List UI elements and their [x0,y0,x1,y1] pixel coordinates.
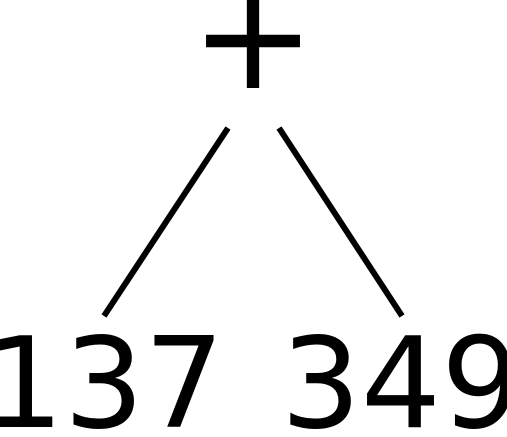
left-leaf-node: 137 [0,310,224,437]
edge-root-to-right-child [276,126,405,318]
root-operator-node: + [190,0,316,124]
edge-root-to-left-child [101,126,231,318]
right-leaf-node: 349 [281,310,507,437]
